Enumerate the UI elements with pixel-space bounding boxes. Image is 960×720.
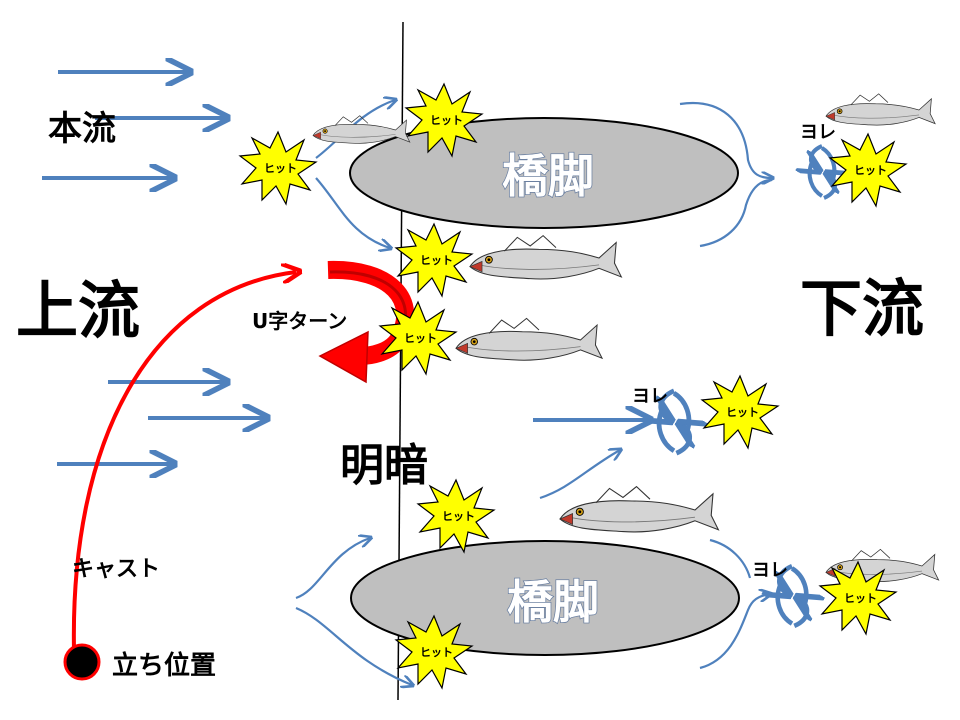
svg-text:ヒット: ヒット [420,646,453,659]
hit-burst-icon: ヒット [819,561,897,635]
downstream-label: 下流 [800,272,924,345]
pier-flow-lines [295,100,772,685]
u-turn-label: U字ターン [252,309,347,333]
yore-label: ヨレ [752,560,788,581]
upstream-label: 上流 [16,274,140,347]
svg-text:ヒット: ヒット [854,164,887,177]
hit-burst-icon: ヒット [417,479,495,553]
hit-burst-icon: ヒット [395,223,473,297]
fish-icon [559,486,719,533]
pier-top-label: 橋脚 [502,149,594,203]
fish-icon [469,235,622,280]
yore-label: ヨレ [800,122,836,143]
pier-bottom-label: 橋脚 [507,575,599,629]
svg-text:ヒット: ヒット [420,254,453,267]
svg-text:ヒット: ヒット [442,510,475,523]
hit-burst-icon: ヒット [405,83,483,157]
cast-label: キャスト [72,557,160,582]
hit-burst-icon: ヒット [239,131,317,205]
cast-line [71,272,296,651]
bridge-pier-bottom: 橋脚 [350,540,740,656]
yore-label: ヨレ [632,386,668,407]
main-current-label: 本流 [48,109,116,149]
hit-burst-icon: ヒット [379,301,457,375]
bridge-pier-top: 橋脚 [349,117,739,229]
main-current-arrows [42,72,225,178]
standing-position-dot [63,643,101,681]
light-dark-label: 明暗 [340,440,428,491]
svg-text:ヒット: ヒット [404,332,437,345]
lower-flow-arrows [57,382,648,464]
svg-text:ヒット: ヒット [844,592,877,605]
svg-text:ヒット: ヒット [264,162,297,175]
fish-icon [825,93,936,126]
hit-burst-icon: ヒット [395,615,473,689]
svg-text:ヒット: ヒット [726,406,759,419]
fish-icon [455,317,603,361]
svg-text:ヒット: ヒット [430,114,463,127]
hit-burst-icon: ヒット [701,375,779,449]
hit-burst-icon: ヒット [829,133,907,207]
stand-position-label: 立ち位置 [112,650,216,681]
eddy-swirl-icon [810,146,835,198]
